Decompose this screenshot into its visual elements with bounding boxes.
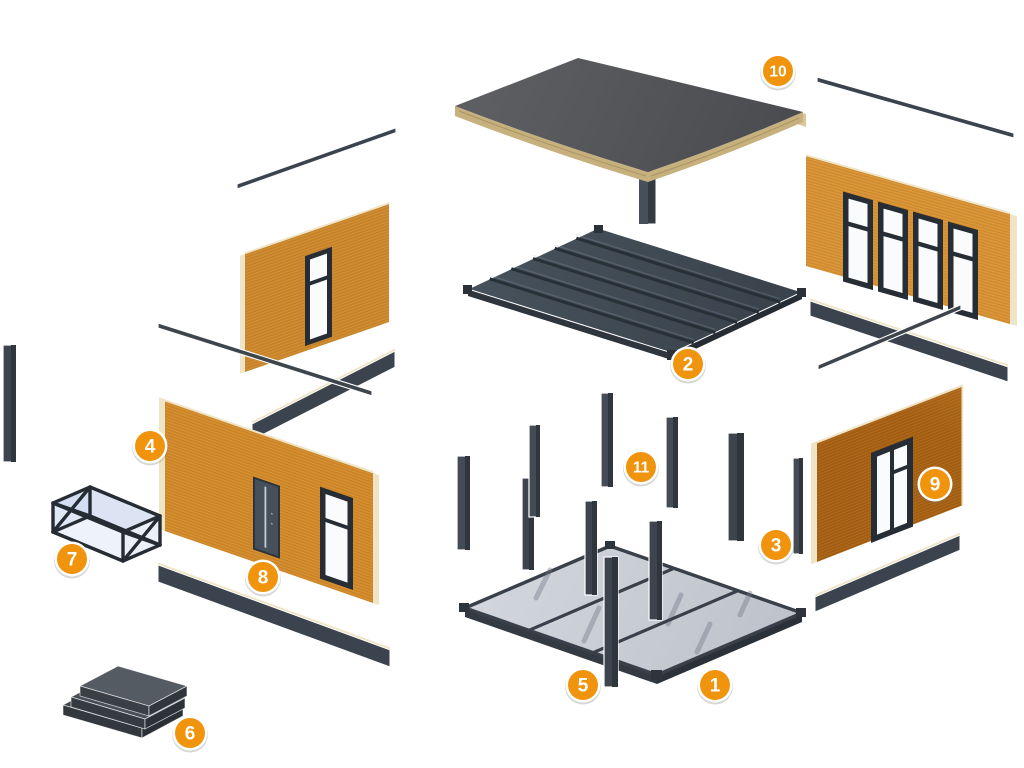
support-post — [2, 344, 17, 463]
support-post — [456, 455, 471, 551]
svg-text:9: 9 — [930, 475, 941, 496]
badge-3: 3 — [758, 527, 794, 565]
badge-1: 1 — [697, 667, 733, 705]
support-post — [600, 392, 614, 488]
entry-door — [253, 476, 280, 559]
roof-panel — [455, 58, 803, 225]
wall-door-front — [159, 397, 379, 606]
panel-top-edge — [159, 397, 373, 474]
svg-text:10: 10 — [769, 64, 786, 81]
roof-plywood-edge — [455, 106, 803, 182]
svg-text:4: 4 — [145, 437, 156, 458]
rail-mid-left-thin — [157, 322, 373, 397]
panel-top-edge — [245, 202, 389, 255]
svg-text:3: 3 — [771, 536, 782, 557]
svg-text:7: 7 — [67, 550, 78, 571]
steel-frame-module — [51, 485, 162, 563]
platform-corner-lugs — [459, 541, 806, 680]
panel-edge — [373, 472, 379, 606]
ceiling-panel — [463, 225, 806, 360]
badge-6: 6 — [172, 715, 208, 753]
plywood-lamination-lines — [458, 110, 800, 177]
rail-top-right — [816, 76, 1015, 139]
slat-highlights — [489, 234, 781, 341]
panel-seams — [489, 236, 781, 345]
window — [948, 221, 978, 320]
badge-11: 11 — [623, 449, 659, 487]
svg-text:5: 5 — [578, 676, 589, 697]
corner-lugs — [463, 225, 806, 360]
floor-platform — [459, 541, 806, 684]
svg-text:1: 1 — [710, 676, 721, 697]
panel-top-edge — [811, 384, 963, 446]
platform-reflections — [533, 567, 753, 655]
window — [871, 436, 913, 543]
badge-5: 5 — [565, 667, 601, 705]
panel-top-edge — [806, 154, 1010, 215]
edge-beam-left — [157, 562, 391, 668]
support-post — [792, 457, 804, 555]
badge-10: 10 — [760, 53, 796, 91]
badge-4: 4 — [132, 428, 168, 466]
support-post — [603, 556, 619, 688]
rail-mid-right-thin — [817, 303, 962, 371]
wall-door-rear — [240, 202, 389, 374]
support-post — [665, 416, 679, 509]
badge-8: 8 — [245, 559, 281, 597]
edge-beam-right — [814, 532, 961, 613]
window — [878, 201, 908, 301]
rail-mid-right-wide — [809, 298, 1009, 383]
window — [320, 486, 353, 591]
support-post — [528, 424, 541, 518]
support-posts — [2, 344, 804, 688]
stack-slab-top — [78, 665, 189, 717]
panel-stack — [61, 665, 189, 739]
frame-edges — [51, 485, 162, 563]
badges: 1 2 3 4 5 6 7 8 — [54, 53, 953, 753]
wall-window-right — [811, 384, 964, 565]
glazed-door — [305, 246, 332, 347]
wall-windows-rear — [806, 154, 1017, 327]
svg-text:11: 11 — [633, 460, 650, 477]
support-post — [584, 500, 598, 596]
panel-edge — [240, 254, 245, 374]
panel-edge — [1010, 214, 1017, 327]
roof-top-face — [455, 58, 803, 172]
svg-text:8: 8 — [258, 568, 269, 589]
panel-edge-left — [159, 398, 165, 531]
badge-2: 2 — [670, 346, 706, 384]
badge-9: 9 — [917, 466, 953, 504]
panel-edge-right — [961, 385, 964, 506]
support-post — [648, 520, 663, 621]
svg-text:6: 6 — [185, 724, 196, 745]
window — [913, 211, 943, 311]
svg-text:2: 2 — [683, 355, 694, 376]
window — [843, 191, 873, 291]
support-post — [727, 432, 745, 542]
badge-7: 7 — [54, 541, 90, 579]
rail-top-left — [236, 126, 397, 190]
panel-edge — [811, 443, 817, 565]
